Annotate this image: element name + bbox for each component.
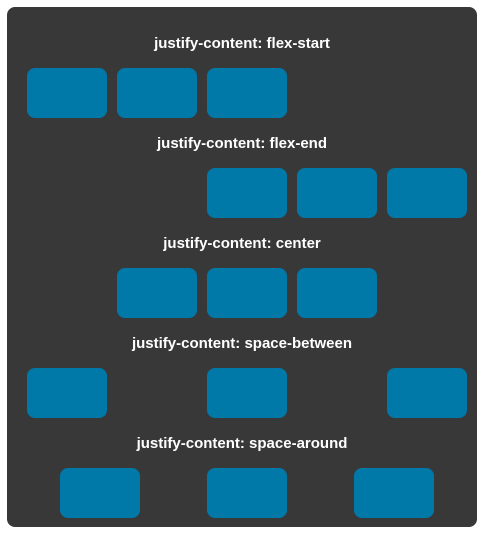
flex-item xyxy=(27,368,107,418)
demo-title-space-around: justify-content: space-around xyxy=(136,435,348,452)
flex-item xyxy=(387,368,467,418)
flex-item xyxy=(207,168,287,218)
demo-row-space-between xyxy=(27,368,467,418)
flex-item xyxy=(60,468,141,518)
demo-title-space-between: justify-content: space-between xyxy=(131,335,353,352)
flex-item xyxy=(117,268,197,318)
demo-row-space-around xyxy=(27,468,467,518)
flex-item xyxy=(353,468,434,518)
demo-row-flex-end xyxy=(27,168,467,218)
demo-title-flex-start: justify-content: flex-start xyxy=(154,35,330,52)
demo-title-flex-end: justify-content: flex-end xyxy=(156,135,327,152)
flex-item xyxy=(387,168,467,218)
flex-item xyxy=(297,168,377,218)
demo-row-flex-start xyxy=(27,68,467,118)
flex-item xyxy=(207,268,287,318)
demo-title-center: justify-content: center xyxy=(163,235,321,252)
flex-item xyxy=(297,268,377,318)
flex-item xyxy=(117,68,197,118)
flex-item xyxy=(27,68,107,118)
flex-item xyxy=(207,68,287,118)
flex-demo-panel: justify-content: flex-start justify-cont… xyxy=(7,7,477,527)
demo-row-center xyxy=(27,268,467,318)
flex-item xyxy=(206,468,287,518)
flex-item xyxy=(207,368,287,418)
